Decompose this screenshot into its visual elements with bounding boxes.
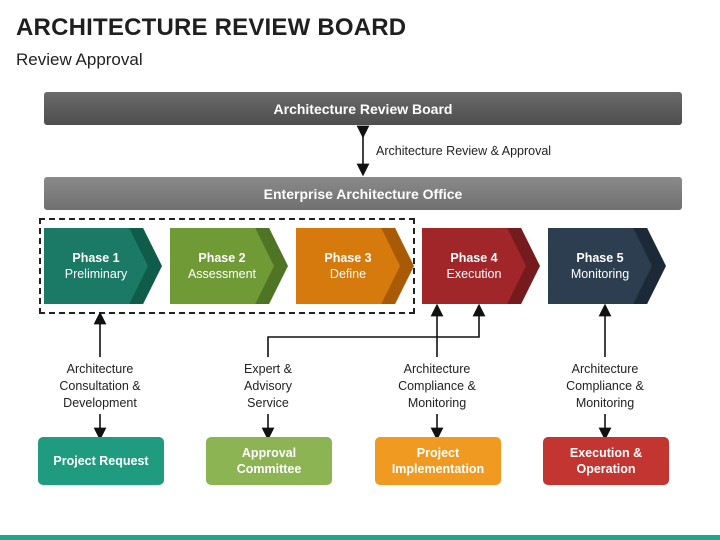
- phase-1-chevron: Phase 1 Preliminary: [44, 228, 162, 304]
- execution-operation-line1: Execution &: [569, 446, 643, 460]
- page-subtitle: Review Approval: [16, 50, 143, 69]
- advisory-label-line1: Expert &: [244, 362, 292, 376]
- phase-2-number: Phase 2: [198, 251, 246, 265]
- compliance-label-1-line1: Architecture: [403, 362, 471, 376]
- execution-operation-box: Execution & Operation: [543, 437, 669, 485]
- compliance-label-2-line1: Architecture: [571, 362, 639, 376]
- phase-3-number: Phase 3: [324, 251, 372, 265]
- compliance-label-2: Architecture Compliance & Monitoring: [540, 361, 670, 412]
- compliance-label-2-line3: Monitoring: [575, 396, 635, 410]
- approval-committee-box: Approval Committee: [206, 437, 332, 485]
- compliance-label-1-line2: Compliance &: [398, 379, 476, 393]
- advisory-label-line2: Advisory: [244, 379, 292, 393]
- phase-2-name: Assessment: [187, 267, 257, 281]
- phase-4-name: Execution: [446, 267, 502, 281]
- approval-committee-line2: Committee: [236, 462, 302, 476]
- consultation-label-line3: Development: [63, 396, 137, 410]
- phase-3-name: Define: [329, 267, 367, 281]
- project-implementation-box: Project Implementation: [375, 437, 501, 485]
- page-title: ARCHITECTURE REVIEW BOARD: [16, 14, 407, 41]
- consultation-label: Architecture Consultation & Development: [35, 361, 165, 412]
- compliance-label-1: Architecture Compliance & Monitoring: [372, 361, 502, 412]
- phase-1-name: Preliminary: [64, 267, 128, 281]
- project-implementation-line1: Project: [416, 446, 460, 460]
- compliance-label-1-line3: Monitoring: [407, 396, 467, 410]
- phase-1-number: Phase 1: [72, 251, 120, 265]
- phase-5-chevron: Phase 5 Monitoring: [548, 228, 666, 304]
- footer-bar: [0, 535, 720, 540]
- phase-5-name: Monitoring: [570, 267, 630, 281]
- architecture-review-board-label: Architecture Review Board: [273, 100, 453, 117]
- phase-4-number: Phase 4: [450, 251, 498, 265]
- project-implementation-line2: Implementation: [391, 462, 485, 476]
- project-request-line1: Project Request: [53, 454, 149, 468]
- approval-committee-line1: Approval: [241, 446, 297, 460]
- project-request-box: Project Request: [38, 437, 164, 485]
- phase-5-number: Phase 5: [576, 251, 624, 265]
- enterprise-architecture-office-label: Enterprise Architecture Office: [263, 185, 463, 202]
- enterprise-architecture-office-bar: Enterprise Architecture Office: [44, 177, 682, 210]
- phase-2-chevron: Phase 2 Assessment: [170, 228, 288, 304]
- review-approval-label: Architecture Review & Approval: [376, 144, 552, 158]
- advisory-bracket: [267, 303, 486, 357]
- execution-operation-line2: Operation: [576, 462, 636, 476]
- phase-group-outline: [39, 218, 415, 314]
- compliance-label-2-line2: Compliance &: [566, 379, 644, 393]
- phase-3-chevron: Phase 3 Define: [296, 228, 414, 304]
- phase-4-chevron: Phase 4 Execution: [422, 228, 540, 304]
- consultation-label-line1: Architecture: [66, 362, 134, 376]
- advisory-label-line3: Service: [247, 396, 289, 410]
- consultation-label-line2: Consultation &: [59, 379, 141, 393]
- advisory-label: Expert & Advisory Service: [203, 361, 333, 412]
- architecture-review-board-bar: Architecture Review Board: [44, 92, 682, 125]
